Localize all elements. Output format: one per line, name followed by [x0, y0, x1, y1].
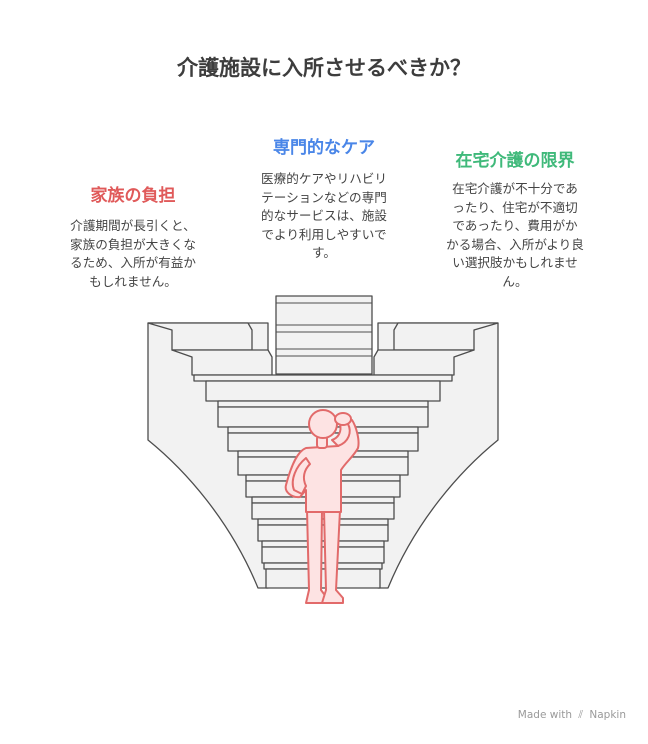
footer-credit: Made with ⫽ Napkin: [518, 709, 626, 722]
person-figure: [284, 409, 360, 604]
stair-step: [261, 546, 385, 564]
heading-family-burden: 家族の負担: [90, 186, 176, 206]
person-hand: [334, 412, 352, 426]
person-arm-hip: [291, 457, 311, 495]
stair-step: [261, 540, 385, 548]
napkin-logo-icon: ⫽: [578, 709, 584, 721]
center-tower: [275, 295, 373, 375]
text-family-burden: 介護期間が長引くと、 家族の負担が大きくな るため、入所が有益か もしれません。: [70, 218, 196, 289]
footer-brand: Napkin: [589, 709, 626, 721]
person-head: [308, 409, 338, 439]
stair-step: [193, 374, 453, 382]
stairs-group: [147, 295, 499, 589]
footer-made-with: Made with: [517, 709, 573, 721]
person-leg-right: [321, 509, 344, 604]
text-professional-care: 医療的ケアやリハビリ テーションなどの専門 的なサービスは、施設 でより利用しや…: [261, 171, 387, 260]
stair-step: [263, 562, 383, 570]
heading-home-care-limits: 在宅介護の限界: [455, 151, 575, 171]
page-title: 介護施設に入所させるべきか？: [177, 56, 471, 80]
stair-step: [217, 400, 429, 408]
stair-step: [257, 524, 389, 542]
text-home-care-limits: 在宅介護が不十分であ ったり、住宅が不適切 であったり、費用がか かる場合、入所…: [446, 181, 584, 289]
stair-step: [257, 518, 389, 526]
heading-professional-care: 専門的なケア: [273, 138, 375, 158]
stair-step: [205, 380, 441, 402]
stair-step: [265, 568, 381, 589]
